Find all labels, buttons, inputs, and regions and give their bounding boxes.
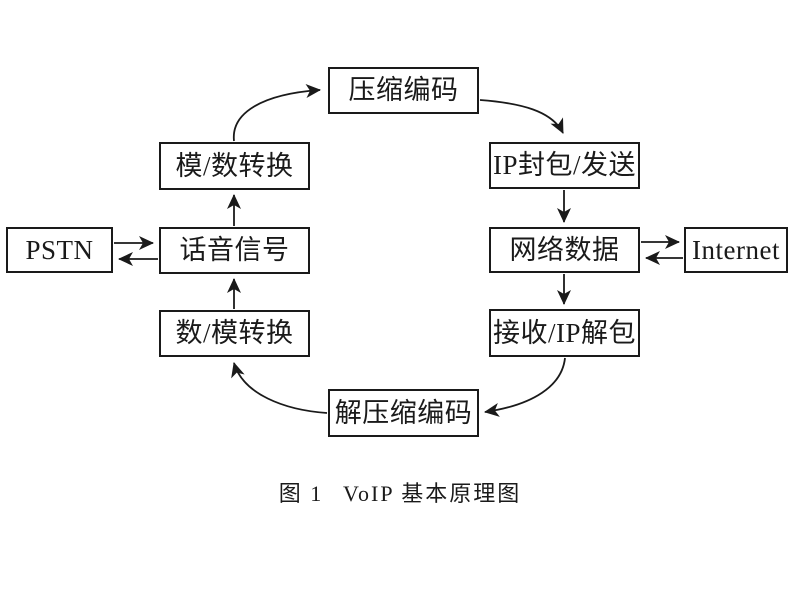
node-voice-signal: 话音信号 <box>159 227 310 274</box>
node-ip-packet-send: IP封包/发送 <box>489 142 640 189</box>
node-da-conversion: 数/模转换 <box>159 310 310 357</box>
node-compression: 压缩编码 <box>328 67 479 114</box>
figure-caption-label: 图 1 <box>278 481 324 506</box>
arrow-compression-to-ipsend <box>479 99 564 134</box>
node-decompression: 解压缩编码 <box>328 389 479 437</box>
node-network-data: 网络数据 <box>489 227 640 273</box>
node-receive-unpack: 接收/IP解包 <box>489 309 640 357</box>
figure-caption: 图 1 VoIP 基本原理图 <box>0 476 800 508</box>
figure-caption-title: VoIP 基本原理图 <box>343 481 522 506</box>
arrow-receive-to-decompression <box>484 357 566 417</box>
arrow-decompression-to-da <box>231 362 328 414</box>
node-internet: Internet <box>684 227 788 273</box>
node-pstn: PSTN <box>6 227 113 273</box>
arrow-ad-to-compression <box>233 83 321 142</box>
node-ad-conversion: 模/数转换 <box>159 142 310 190</box>
